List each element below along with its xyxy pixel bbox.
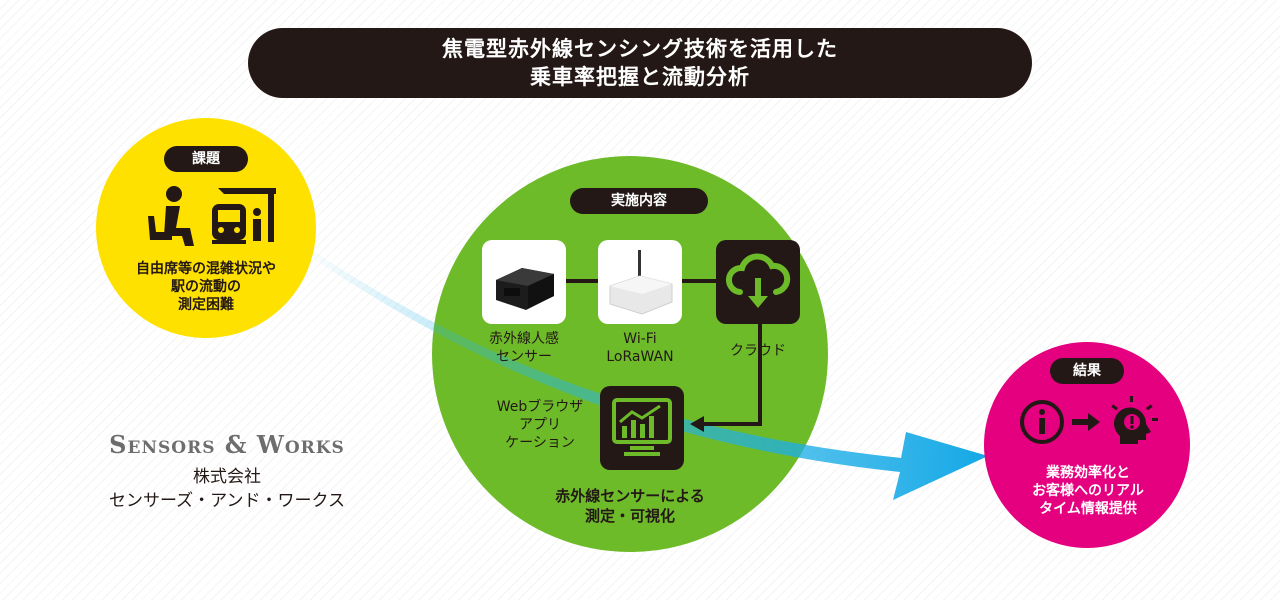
result-line-1: 業務効率化と (1046, 465, 1130, 481)
sensor-label-line-1: 赤外線人感 (489, 331, 559, 347)
implementation-tag: 実施内容 (570, 188, 708, 214)
issue-line-3: 測定困難 (178, 297, 234, 313)
issue-line-2: 駅の流動の (171, 279, 241, 295)
sensor-label: 赤外線人感 センサー (470, 330, 578, 366)
gateway-photo (598, 240, 682, 324)
title-line-1: 焦電型赤外線センシング技術を活用した (442, 37, 838, 61)
cloud-box (716, 240, 800, 324)
issue-icons (148, 186, 276, 246)
browser-label-line-3: ケーション (505, 435, 575, 451)
result-tag: 結果 (1050, 358, 1124, 384)
company-name-line-2: センサーズ・アンド・ワークス (109, 491, 345, 511)
implementation-caption-line-1: 赤外線センサーによる (555, 487, 705, 505)
connector-to-browser (700, 422, 762, 426)
cloud-download-icon (726, 253, 791, 308)
title-banner: 焦電型赤外線センシング技術を活用した 乗車率把握と流動分析 (248, 28, 1032, 98)
gateway-label: Wi-Fi LoRaWAN (588, 330, 692, 366)
result-line-2: お客様へのリアル (1032, 483, 1144, 499)
browser-label-line-1: Webブラウザ (496, 399, 584, 415)
info-icon (1020, 400, 1064, 444)
company-logo: Sensors & Works (109, 430, 345, 459)
result-text: 業務効率化と お客様へのリアル タイム情報提供 (1000, 464, 1176, 518)
company-name-line-1: 株式会社 (193, 467, 261, 487)
gateway-label-line-1: Wi-Fi (623, 331, 657, 347)
issue-line-1: 自由席等の混雑状況や (136, 261, 276, 277)
company-name: 株式会社 センサーズ・アンド・ワークス (92, 465, 362, 513)
sensor-device-icon (496, 268, 554, 310)
issue-text: 自由席等の混雑状況や 駅の流動の 測定困難 (106, 260, 306, 314)
chart-monitor-icon (612, 398, 672, 456)
sensor-photo (482, 240, 566, 324)
gateway-device-icon (609, 250, 673, 315)
implementation-caption-line-2: 測定・可視化 (584, 507, 675, 525)
result-line-3: タイム情報提供 (1039, 501, 1137, 517)
sensor-label-line-2: センサー (496, 349, 552, 365)
company-block: Sensors & Works 株式会社 センサーズ・アンド・ワークス (92, 430, 362, 513)
arrowhead-left-icon (690, 416, 704, 432)
title-line-2: 乗車率把握と流動分析 (530, 65, 750, 89)
arrow-right-icon (1072, 413, 1100, 431)
seated-person-icon (148, 186, 194, 246)
browser-label: Webブラウザ アプリ ケーション (484, 398, 596, 452)
browser-box (600, 386, 684, 470)
train-platform-icon (212, 188, 276, 244)
issue-tag: 課題 (164, 146, 248, 172)
implementation-caption: 赤外線センサーによる 測定・可視化 (530, 486, 730, 526)
connector-sensor-gateway (566, 279, 600, 283)
cloud-label: クラウド (730, 343, 786, 359)
gateway-label-line-2: LoRaWAN (606, 349, 674, 365)
connector-gateway-cloud (682, 279, 718, 283)
browser-label-line-2: アプリ (519, 417, 561, 433)
result-icons (1020, 396, 1158, 444)
idea-head-icon (1111, 396, 1158, 444)
connector-cloud-down (758, 322, 762, 426)
